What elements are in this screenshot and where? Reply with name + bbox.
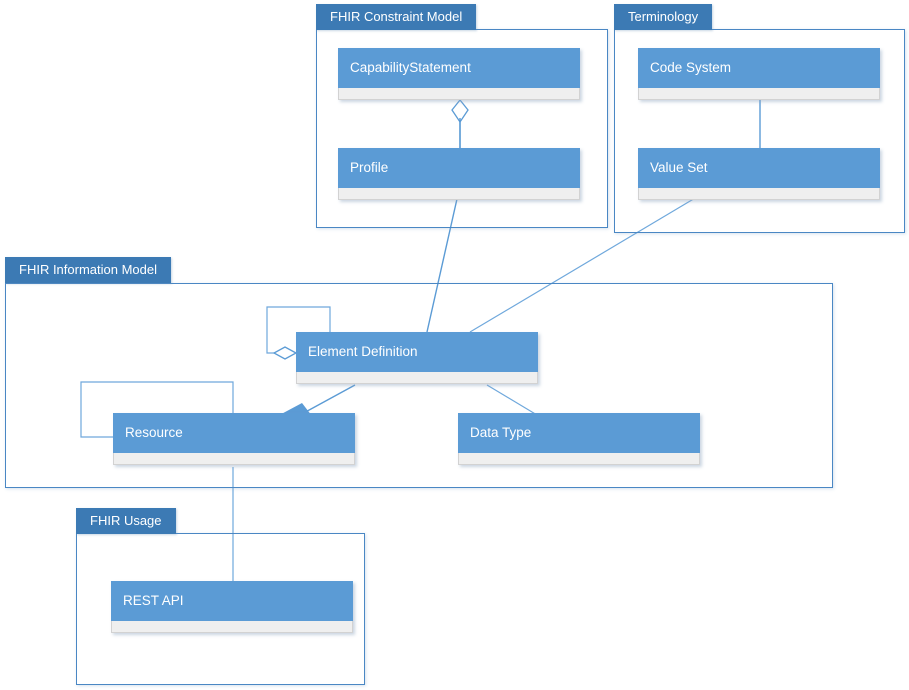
class-compartment-value-set: [638, 188, 880, 200]
package-fhir-usage[interactable]: FHIR Usage: [76, 508, 365, 685]
class-capabilitystatement[interactable]: CapabilityStatement: [338, 48, 580, 100]
class-title-rest-api: REST API: [111, 581, 353, 621]
class-element-definition[interactable]: Element Definition: [296, 332, 538, 384]
package-fhir-constraint-model[interactable]: FHIR Constraint Model: [316, 4, 608, 228]
package-label-fhir-usage: FHIR Usage: [90, 513, 162, 528]
class-title-value-set: Value Set: [638, 148, 880, 188]
package-tab-fhir-usage[interactable]: FHIR Usage: [76, 508, 176, 534]
class-compartment-element-definition: [296, 372, 538, 384]
class-title-code-system: Code System: [638, 48, 880, 88]
class-data-type[interactable]: Data Type: [458, 413, 700, 465]
class-resource[interactable]: Resource: [113, 413, 355, 465]
package-body-fhir-information-model: [5, 283, 833, 488]
class-value-set[interactable]: Value Set: [638, 148, 880, 200]
class-title-resource: Resource: [113, 413, 355, 453]
package-label-terminology: Terminology: [628, 9, 699, 24]
package-terminology[interactable]: Terminology: [614, 4, 905, 233]
package-fhir-information-model[interactable]: FHIR Information Model: [5, 257, 833, 488]
class-compartment-resource: [113, 453, 355, 465]
class-title-capabilitystatement: CapabilityStatement: [338, 48, 580, 88]
package-body-terminology: [614, 29, 905, 233]
class-compartment-rest-api: [111, 621, 353, 633]
package-label-fhir-constraint-model: FHIR Constraint Model: [330, 9, 463, 24]
package-tab-fhir-constraint-model[interactable]: FHIR Constraint Model: [316, 4, 477, 30]
class-code-system[interactable]: Code System: [638, 48, 880, 100]
class-compartment-capabilitystatement: [338, 88, 580, 100]
class-title-profile: Profile: [338, 148, 580, 188]
class-compartment-data-type: [458, 453, 700, 465]
class-title-element-definition: Element Definition: [296, 332, 538, 372]
class-title-data-type: Data Type: [458, 413, 700, 453]
package-label-fhir-information-model: FHIR Information Model: [19, 262, 157, 277]
package-body-fhir-usage: [76, 533, 365, 685]
package-tab-fhir-information-model[interactable]: FHIR Information Model: [5, 257, 171, 283]
class-compartment-profile: [338, 188, 580, 200]
class-profile[interactable]: Profile: [338, 148, 580, 200]
package-tab-terminology[interactable]: Terminology: [614, 4, 713, 30]
class-compartment-code-system: [638, 88, 880, 100]
class-rest-api[interactable]: REST API: [111, 581, 353, 633]
